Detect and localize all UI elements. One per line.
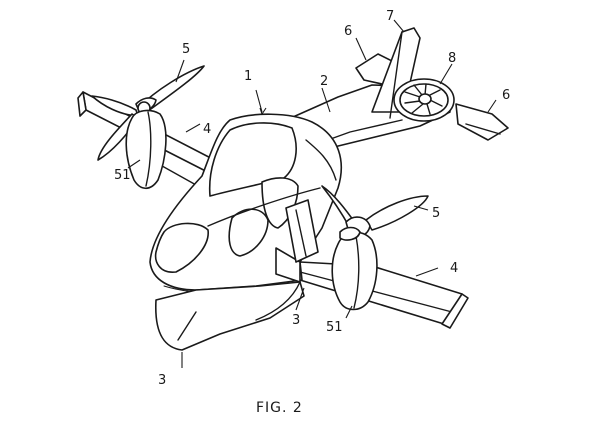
rear-fan bbox=[393, 78, 455, 122]
label-fuselage-1: 1 bbox=[244, 69, 252, 84]
right-wing bbox=[299, 261, 469, 329]
label-fan-8: 8 bbox=[448, 51, 456, 66]
right-propeller bbox=[321, 185, 429, 239]
figure-caption: FIG. 2 bbox=[256, 400, 303, 416]
label-tail-left-6: 6 bbox=[344, 24, 352, 39]
label-wing-left-4: 4 bbox=[203, 122, 211, 137]
label-tail-right-6: 6 bbox=[502, 88, 510, 103]
label-fin-7: 7 bbox=[386, 9, 394, 24]
label-body-2: 2 bbox=[320, 74, 328, 89]
label-nacelle-left-51: 51 bbox=[114, 168, 131, 183]
label-nacelle-right-51: 51 bbox=[326, 320, 343, 335]
label-wing-right-4: 4 bbox=[450, 261, 458, 276]
left-nacelle bbox=[125, 109, 167, 190]
lower-fairing bbox=[155, 247, 305, 351]
label-prop-left-5: 5 bbox=[182, 42, 190, 57]
tail-plane-right bbox=[455, 103, 509, 141]
label-prop-right-5: 5 bbox=[432, 206, 440, 221]
right-nacelle bbox=[331, 226, 378, 311]
label-lower-mid-3: 3 bbox=[292, 313, 300, 328]
landing-strut bbox=[285, 199, 319, 263]
leader-lines bbox=[127, 19, 497, 368]
label-lower-front-3: 3 bbox=[158, 373, 166, 388]
reference-numerals: 1 2 3 3 4 4 5 5 6 6 7 8 51 51 FIG. 2 bbox=[114, 9, 510, 416]
